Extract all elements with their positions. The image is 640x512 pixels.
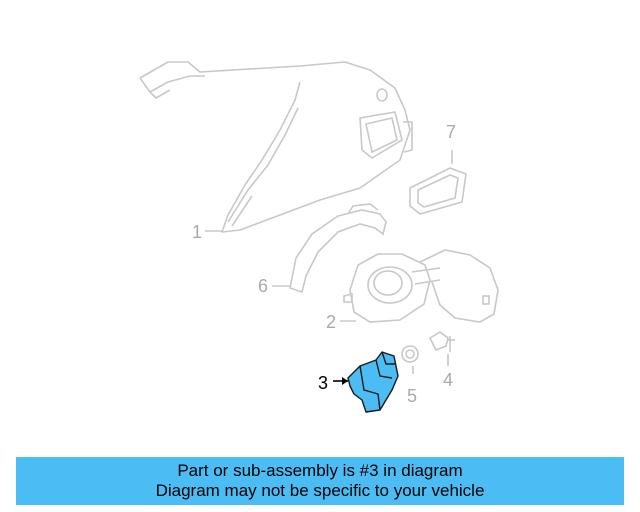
liner-part-6 <box>289 203 387 294</box>
door-seal-part-7 <box>409 150 467 215</box>
callout-7: 7 <box>446 122 456 142</box>
callout-5: 5 <box>407 386 417 406</box>
highlighted-bracket-part-3[interactable] <box>347 351 399 413</box>
quarter-panel-part-1 <box>139 61 413 233</box>
callout-2: 2 <box>326 312 336 332</box>
banner-line-1: Part or sub-assembly is #3 in diagram <box>177 461 463 480</box>
callout-6: 6 <box>258 276 268 296</box>
callout-3: 3 <box>318 373 328 393</box>
leader-arrow-part-3 <box>342 377 348 385</box>
leader-lines <box>205 230 356 322</box>
actuator-part-4 <box>428 331 455 366</box>
parts-diagram: 1 2 3 4 5 6 7 <box>139 61 499 413</box>
grommet-part-5 <box>401 345 419 374</box>
callout-1: 1 <box>192 222 202 242</box>
fuel-door-housing-part-2 <box>343 249 499 323</box>
banner-line-2: Diagram may not be specific to your vehi… <box>155 481 485 500</box>
info-banner: Part or sub-assembly is #3 in diagram Di… <box>16 457 624 505</box>
callout-4: 4 <box>443 370 453 390</box>
